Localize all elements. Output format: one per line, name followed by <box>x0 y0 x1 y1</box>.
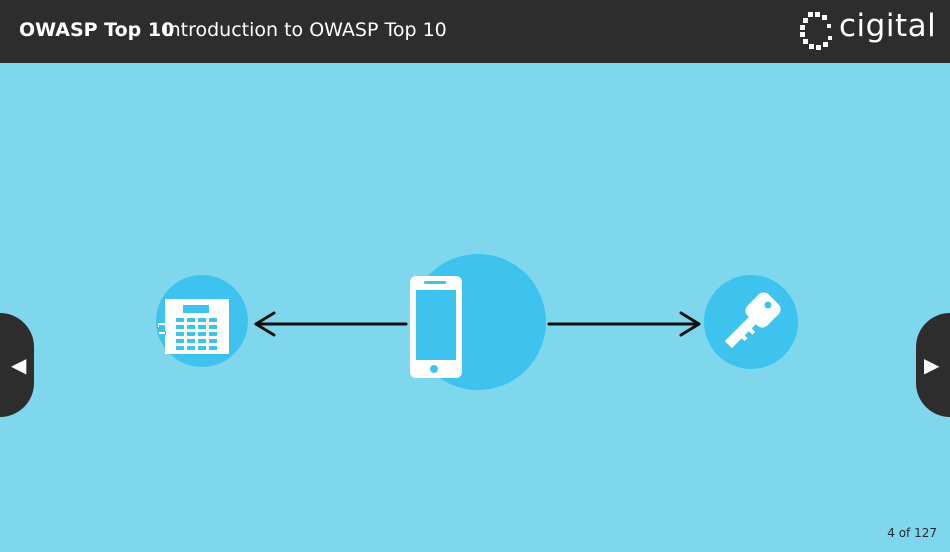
slide-diagram <box>156 254 798 390</box>
alarm-keypad-icon <box>156 275 248 367</box>
course-title: OWASP Top 10 <box>19 19 175 41</box>
cigital-logo: cigital <box>799 8 936 52</box>
arrow-left <box>254 311 408 337</box>
chevron-left-icon: ◀ <box>11 353 27 377</box>
arrow-right <box>547 311 701 337</box>
smartphone-icon <box>410 254 546 390</box>
logo-text: cigital <box>839 8 937 44</box>
next-slide-button[interactable]: ▶ <box>916 313 950 417</box>
header-bar: OWASP Top 10 Introduction to OWASP Top 1… <box>0 0 950 63</box>
key-icon <box>704 275 798 369</box>
previous-slide-button[interactable]: ◀ <box>0 313 34 417</box>
lesson-title: Introduction to OWASP Top 10 <box>163 19 447 41</box>
chevron-right-icon: ▶ <box>924 353 940 377</box>
logo-mark-icon <box>800 12 832 50</box>
page-counter: 4 of 127 <box>887 526 937 540</box>
